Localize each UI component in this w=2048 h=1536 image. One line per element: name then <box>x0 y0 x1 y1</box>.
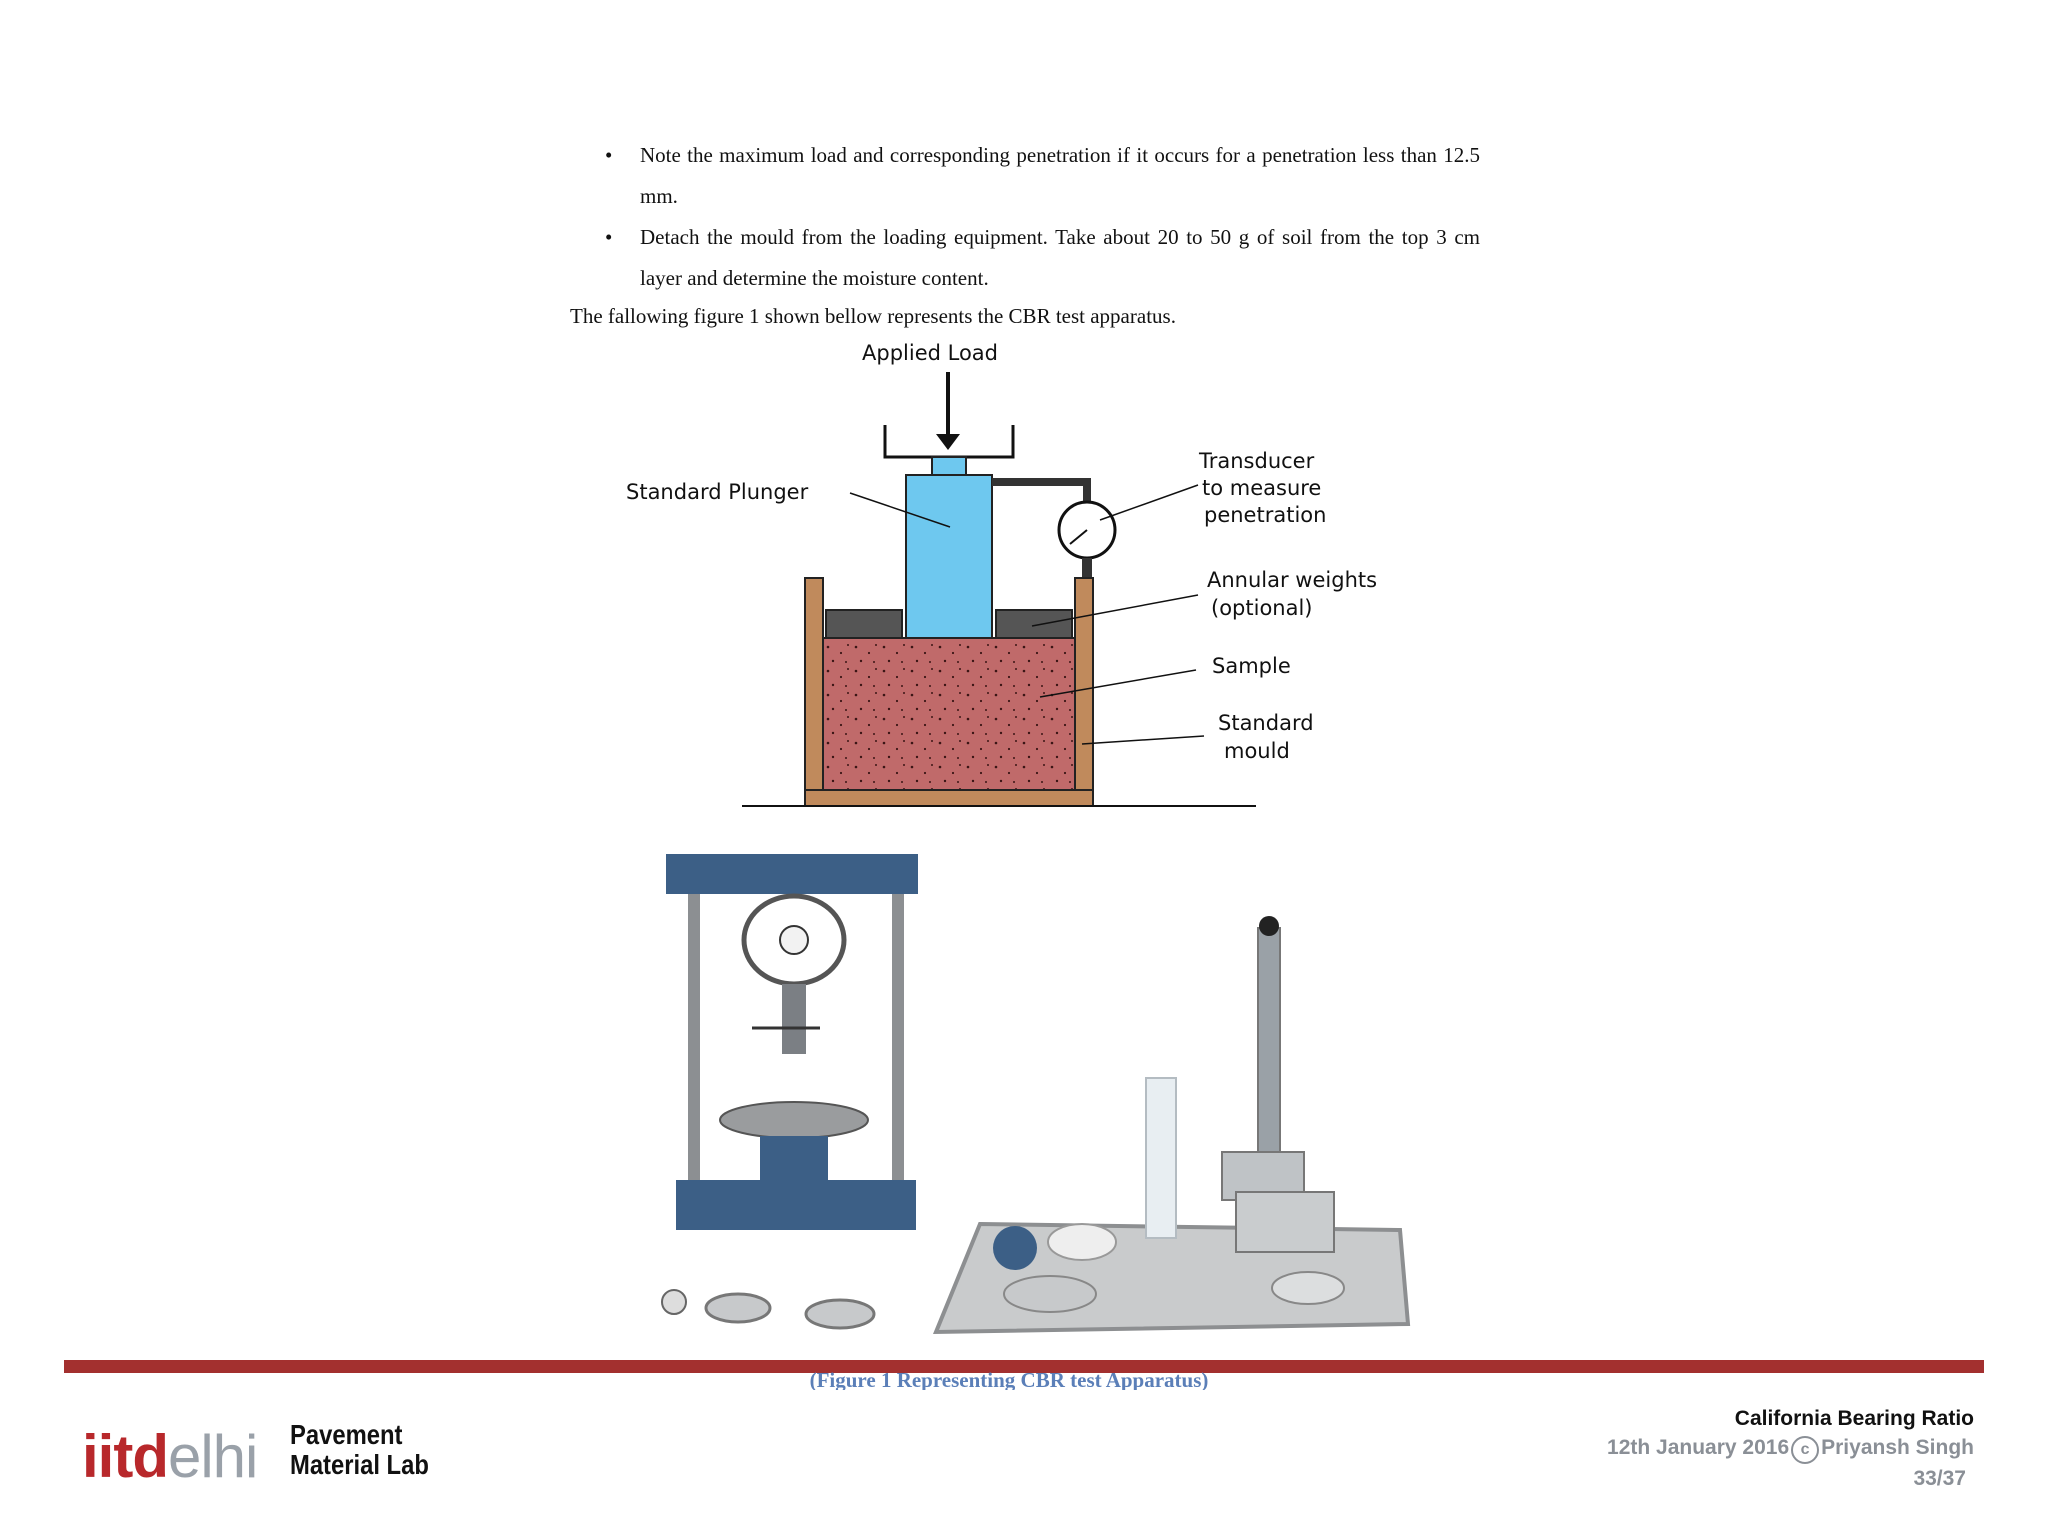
label-standard-plunger: Standard Plunger <box>626 480 809 504</box>
mould-right-wall <box>1074 577 1094 807</box>
leader-standard-mould <box>1081 735 1205 745</box>
footer-meta: California Bearing Ratio 12th January 20… <box>1607 1404 1974 1493</box>
bullet-item: • Detach the mould from the loading equip… <box>570 217 1480 299</box>
loose-dial-gauge <box>661 1289 687 1315</box>
base-platen <box>719 1101 869 1139</box>
mould-base <box>804 789 1094 807</box>
label-transducer-3: penetration <box>1204 503 1326 527</box>
label-sample: Sample <box>1212 654 1291 678</box>
frame-base <box>676 1180 916 1230</box>
dial-needle <box>1069 529 1088 545</box>
figure-caption: (Figure 1 Representing CBR test Apparatu… <box>809 1368 1209 1392</box>
bullet-text: Note the maximum load and corresponding … <box>640 143 1480 208</box>
logo-delhi: elhi <box>167 1423 258 1490</box>
label-annular-weights-2: (optional) <box>1211 596 1313 620</box>
lab-name: Pavement Material Lab <box>290 1420 429 1480</box>
label-applied-load: Applied Load <box>862 341 998 365</box>
rammer-knob <box>1259 916 1279 936</box>
surcharge-disc-1 <box>704 1292 772 1324</box>
presentation-title: California Bearing Ratio <box>1734 1407 1974 1430</box>
mould-left-wall <box>804 577 824 807</box>
spacer-disc <box>1003 1275 1097 1313</box>
dial-stem <box>1082 558 1092 578</box>
plunger-assembly <box>782 984 806 1054</box>
collar-ring <box>1271 1271 1345 1305</box>
bullet-item: • Note the maximum load and corresponding… <box>570 135 1480 217</box>
footer: iitdelhi Pavement Material Lab Californi… <box>64 1390 1984 1536</box>
frame-base-column <box>760 1136 828 1186</box>
cbr-schematic-diagram: Applied Load Standard Plunger Transducer… <box>626 341 1377 807</box>
footer-divider <box>64 1360 1984 1373</box>
label-annular-weights-1: Annular weights <box>1207 568 1377 592</box>
annular-weight-left <box>825 609 903 639</box>
label-transducer-1: Transducer <box>1198 449 1315 473</box>
author-name: Priyansh Singh <box>1821 1436 1974 1459</box>
leader-plunger <box>849 492 951 528</box>
leader-sample <box>1039 669 1197 698</box>
frame-left-column <box>688 894 700 1194</box>
measuring-cylinder <box>1145 1077 1177 1239</box>
bullet-text: Detach the mould from the loading equipm… <box>640 225 1480 290</box>
copyright-icon: c <box>1791 1436 1820 1464</box>
cbr-apparatus-photo <box>661 854 1411 1335</box>
lab-name-line1: Pavement <box>290 1419 403 1450</box>
soil-sample <box>822 637 1076 791</box>
frame-top-beam <box>666 854 918 894</box>
proving-ring-dial <box>779 925 809 955</box>
label-standard-mould-1: Standard <box>1218 711 1314 735</box>
label-transducer-2: to measure <box>1202 476 1321 500</box>
logo-iit: iitd <box>82 1423 169 1490</box>
lab-name-line2: Material Lab <box>290 1449 429 1480</box>
frame-right-column <box>892 894 904 1194</box>
body-paragraph: The fallowing figure 1 shown bellow repr… <box>570 304 1176 328</box>
bullet-list: • Note the maximum load and corresponding… <box>570 135 1480 299</box>
mould-cylinder-2 <box>1235 1191 1335 1253</box>
load-arrow-head <box>936 434 960 450</box>
page-number: 33/37 <box>1913 1467 1966 1490</box>
standard-plunger <box>905 474 993 656</box>
rammer-rod <box>1257 927 1281 1169</box>
surcharge-disc-2 <box>804 1298 876 1330</box>
leader-annular-weights <box>1031 594 1199 627</box>
annular-weight-right <box>995 609 1073 639</box>
iitdelhi-logo: iitdelhi <box>82 1422 258 1491</box>
leader-transducer <box>1099 484 1199 521</box>
plunger-cap <box>931 456 967 476</box>
label-standard-mould-2: mould <box>1224 739 1290 763</box>
tray-disc <box>1047 1223 1117 1261</box>
bullet-dot-icon: • <box>605 143 613 167</box>
bullet-dot-icon: • <box>605 225 613 249</box>
tray-blue-sphere <box>993 1226 1037 1270</box>
presentation-date: 12th January 2016 <box>1607 1436 1790 1459</box>
